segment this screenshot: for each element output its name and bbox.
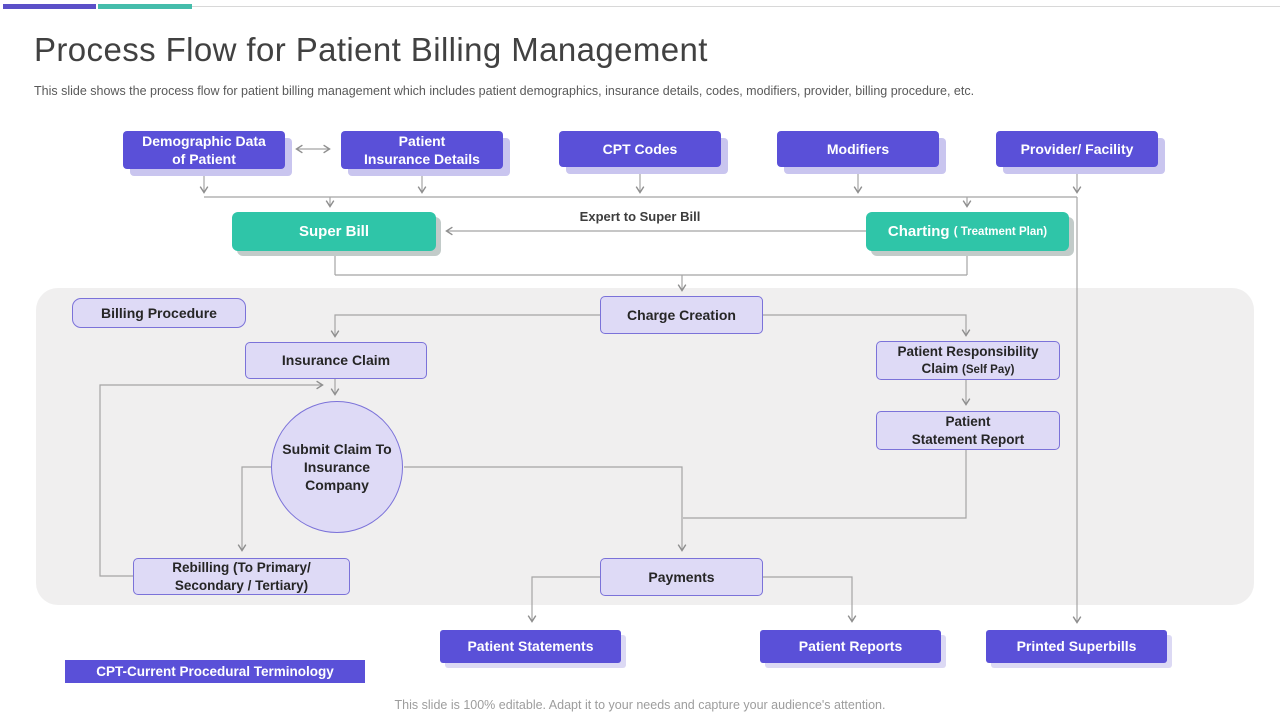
charting-main-label: Charting [887, 223, 950, 240]
box-modifiers: Modifiers [777, 131, 939, 167]
page-title: Process Flow for Patient Billing Managem… [34, 31, 708, 68]
box-patient-responsibility-claim: Patient Responsibility Claim (Self Pay) [876, 341, 1060, 380]
box-patient-statement-report: Patient Statement Report [876, 411, 1060, 450]
charting-sub-label: ( Treatment Plan) [953, 225, 1048, 238]
box-patient-statements: Patient Statements [440, 630, 621, 663]
box-super-bill: Super Bill [232, 212, 436, 251]
box-patient-insurance-details: Patient Insurance Details [341, 131, 503, 169]
box-billing-procedure: Billing Procedure [72, 298, 246, 328]
accent-bar-teal [98, 4, 192, 9]
footer-note: This slide is 100% editable. Adapt it to… [394, 698, 886, 712]
box-payments: Payments [600, 558, 763, 596]
box-printed-superbills: Printed Superbills [986, 630, 1167, 663]
box-insurance-claim: Insurance Claim [245, 342, 427, 379]
box-patient-reports: Patient Reports [760, 630, 941, 663]
accent-hairline [192, 6, 1280, 7]
patient-resp-line2: Claim (Self Pay) [921, 360, 1015, 376]
box-demographic-data: Demographic Data of Patient [123, 131, 285, 169]
expert-to-super-bill-label: Expert to Super Bill [579, 209, 701, 224]
accent-bar-purple [3, 4, 96, 9]
cpt-legend: CPT-Current Procedural Terminology [65, 660, 365, 683]
box-cpt-codes: CPT Codes [559, 131, 721, 167]
page-subtitle: This slide shows the process flow for pa… [34, 84, 975, 98]
circle-submit-claim: Submit Claim To Insurance Company [271, 401, 403, 533]
patient-resp-line1: Patient Responsibility [897, 343, 1039, 359]
box-provider-facility: Provider/ Facility [996, 131, 1158, 167]
box-charting: Charting ( Treatment Plan) [866, 212, 1069, 251]
box-rebilling: Rebilling (To Primary/ Secondary / Terti… [133, 558, 350, 595]
box-charge-creation: Charge Creation [600, 296, 763, 334]
